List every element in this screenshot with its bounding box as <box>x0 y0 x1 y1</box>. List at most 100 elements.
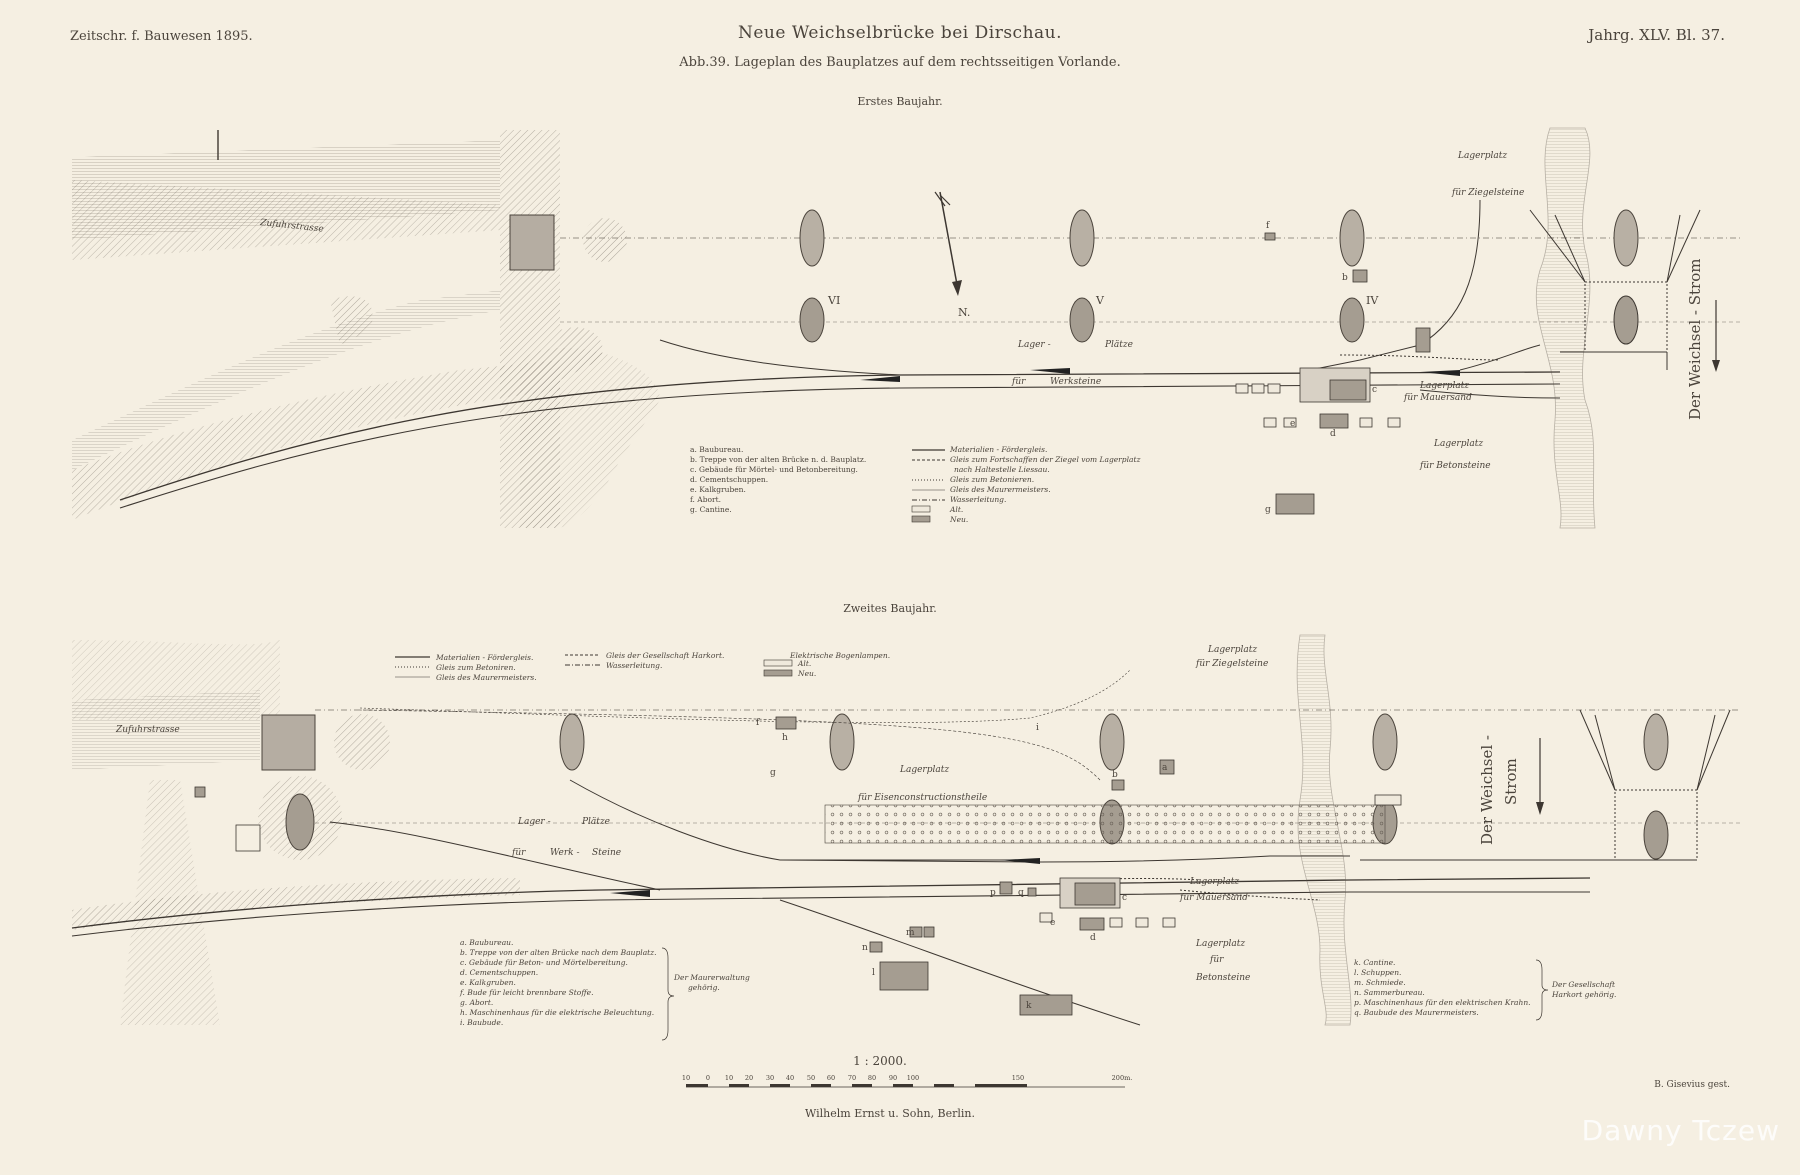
plan2-beton: Betonsteine <box>1195 973 1250 983</box>
plan1-legend-left: a. Baubureau. b. Treppe von der alten Br… <box>690 445 866 514</box>
plate-title: Neue Weichselbrücke bei Dirschau. <box>738 23 1062 43</box>
plan2-legend-left: a. Baubureau. b. Treppe von der alten Br… <box>459 938 750 1041</box>
svg-text:h. Maschinenhaus für die elekt: h. Maschinenhaus für die elektrische Bel… <box>460 1008 654 1017</box>
plan1-ziegel: für Ziegelsteine <box>1451 188 1524 198</box>
plan-second-year: Zweites Baujahr. Zufuhrstrasse Materiali… <box>71 602 1740 1041</box>
plan2-lp-eisen: Lagerplatz <box>899 765 949 775</box>
svg-text:200m.: 200m. <box>1112 1074 1133 1082</box>
plan1-letter-c: c <box>1372 385 1377 395</box>
plan1-plaetze-label: Plätze <box>1104 340 1133 350</box>
plan1-old-bridge-abutment <box>509 214 555 271</box>
plan1-lp-mauer: Lagerplatz <box>1419 381 1469 391</box>
plan2-lp-mauer: Lagerplatz <box>1189 877 1239 887</box>
svg-text:e: e <box>1050 918 1055 928</box>
svg-text:c: c <box>1122 893 1127 903</box>
svg-text:Harkort gehörig.: Harkort gehörig. <box>1551 990 1616 999</box>
svg-text:a. Baubureau.: a. Baubureau. <box>690 445 743 454</box>
north-label: N. <box>958 306 970 319</box>
plan2-eisen: für Eisenconstructionstheile <box>857 793 987 803</box>
svg-text:h: h <box>782 733 788 743</box>
svg-text:l. Schuppen.: l. Schuppen. <box>1354 968 1401 977</box>
plan2-road-label: Zufuhrstrasse <box>115 725 180 735</box>
plan1-beton: für Betonsteine <box>1419 461 1491 471</box>
plan2-flow-arrow <box>1536 738 1544 815</box>
svg-text:d. Cementschuppen.: d. Cementschuppen. <box>460 968 538 977</box>
svg-text:a: a <box>1162 763 1168 773</box>
plan2-legend-top: Materialien - Fördergleis. Gleis zum Bet… <box>395 651 890 682</box>
svg-text:c. Gebäude für Mörtel- und Bet: c. Gebäude für Mörtel- und Betonbereitun… <box>690 465 858 474</box>
svg-text:Der Maurerwaltung: Der Maurerwaltung <box>673 973 750 982</box>
plan1-switch <box>860 376 900 382</box>
svg-text:nach Haltestelle Liessau.: nach Haltestelle Liessau. <box>954 465 1050 474</box>
watermark: Dawny Tczew <box>1581 1114 1780 1147</box>
engraver: B. Gisevius gest. <box>1654 1080 1730 1090</box>
plan2-steine: Steine <box>592 848 621 858</box>
pier-label-iv: IV <box>1366 294 1379 307</box>
svg-text:Wasserleitung.: Wasserleitung. <box>606 661 662 670</box>
svg-text:g. Cantine.: g. Cantine. <box>690 505 732 514</box>
plan2-tracks <box>71 709 1591 1026</box>
plan2-fuer-b: für <box>1209 955 1224 965</box>
plan1-letter-g: g <box>1265 505 1271 515</box>
svg-text:m. Schmiede.: m. Schmiede. <box>1354 978 1406 987</box>
svg-text:d: d <box>1090 933 1096 943</box>
header: Zeitschr. f. Bauwesen 1895. Neue Weichse… <box>70 23 1725 70</box>
plan1-mauer: für Mauersand <box>1403 393 1472 403</box>
svg-text:i. Baubude.: i. Baubude. <box>460 1018 503 1027</box>
plan1-river <box>1535 127 1596 529</box>
svg-text:20: 20 <box>745 1074 753 1082</box>
scale-ticks: 10 0 10 20 30 40 50 60 70 80 90 100 150 … <box>682 1074 1132 1082</box>
svg-text:Gleis zum Betoniren.: Gleis zum Betoniren. <box>436 663 516 672</box>
svg-text:60: 60 <box>827 1074 835 1082</box>
svg-text:gehörig.: gehörig. <box>688 983 720 992</box>
svg-text:Wasserleitung.: Wasserleitung. <box>950 495 1006 504</box>
svg-text:f. Bude für leicht brennbare S: f. Bude für leicht brennbare Stoffe. <box>459 988 593 997</box>
plan2-lp-beton: Lagerplatz <box>1195 939 1245 949</box>
svg-text:p. Maschinenhaus für den elekt: p. Maschinenhaus für den elektrischen Kr… <box>1354 998 1531 1007</box>
plan1-buildings <box>1235 232 1431 515</box>
svg-text:Neu.: Neu. <box>797 669 816 678</box>
svg-text:k: k <box>1026 1001 1032 1011</box>
svg-text:Gleis der Gesellschaft Harkort: Gleis der Gesellschaft Harkort. <box>606 651 724 660</box>
scale-bar: 1 : 2000. 10 0 10 20 30 40 50 60 70 80 9… <box>682 1054 1132 1088</box>
svg-text:Materialien - Fördergleis.: Materialien - Fördergleis. <box>949 445 1047 454</box>
svg-text:50: 50 <box>807 1074 815 1082</box>
svg-text:c. Gebäude für Beton- und Mört: c. Gebäude für Beton- und Mörtelbereitun… <box>460 958 628 967</box>
plan2-switch <box>1000 858 1040 864</box>
plan1-river-label: Der Weichsel - Strom <box>1686 259 1704 420</box>
plan2-river-label-b: Strom <box>1502 758 1520 805</box>
svg-text:k. Cantine.: k. Cantine. <box>1354 958 1395 967</box>
svg-text:e. Kalkgruben.: e. Kalkgruben. <box>460 978 516 987</box>
plan2-lp-ziegel: Lagerplatz <box>1207 645 1257 655</box>
plan2-lager: Lager - <box>517 817 551 827</box>
plan2-track-curve-top <box>359 669 1131 723</box>
plan2-fuer: für <box>511 848 526 858</box>
plan1-lp-ziegel: Lagerplatz <box>1457 151 1507 161</box>
plan1-lager-label: Lager - <box>1017 340 1051 350</box>
plan2-switch <box>610 890 650 897</box>
plan1-north-arrow <box>934 191 962 296</box>
plan1-embankments <box>72 130 660 528</box>
svg-text:80: 80 <box>868 1074 876 1082</box>
plan1-letter-d: d <box>1330 429 1336 439</box>
svg-text:g. Abort.: g. Abort. <box>460 998 493 1007</box>
svg-text:l: l <box>872 968 875 978</box>
svg-text:100: 100 <box>907 1074 919 1082</box>
svg-text:m: m <box>906 928 915 938</box>
plan2-yard-labels: Lagerplatz für Ziegelsteine Lagerplatz f… <box>511 645 1268 983</box>
plan2-ziegel: für Ziegelsteine <box>1195 659 1268 669</box>
svg-text:Gleis des Maurermeisters.: Gleis des Maurermeisters. <box>950 485 1051 494</box>
plan2-legend-right: k. Cantine. l. Schuppen. m. Schmiede. n.… <box>1354 958 1616 1021</box>
svg-text:Materialien - Fördergleis.: Materialien - Fördergleis. <box>435 653 533 662</box>
svg-text:Alt.: Alt. <box>797 659 811 668</box>
plan2-buildings <box>194 716 1402 1016</box>
plate-number: Jahrg. XLV. Bl. 37. <box>1586 26 1725 44</box>
plan1-fuer-label: für <box>1011 377 1026 387</box>
svg-text:Gleis zum Betonieren.: Gleis zum Betonieren. <box>950 475 1034 484</box>
svg-text:Elektrische Bogenlampen.: Elektrische Bogenlampen. <box>789 651 890 660</box>
svg-text:p: p <box>990 888 996 898</box>
pier-label-v: V <box>1095 294 1105 307</box>
svg-text:i: i <box>1036 723 1039 733</box>
scale-label: 1 : 2000. <box>853 1054 907 1068</box>
